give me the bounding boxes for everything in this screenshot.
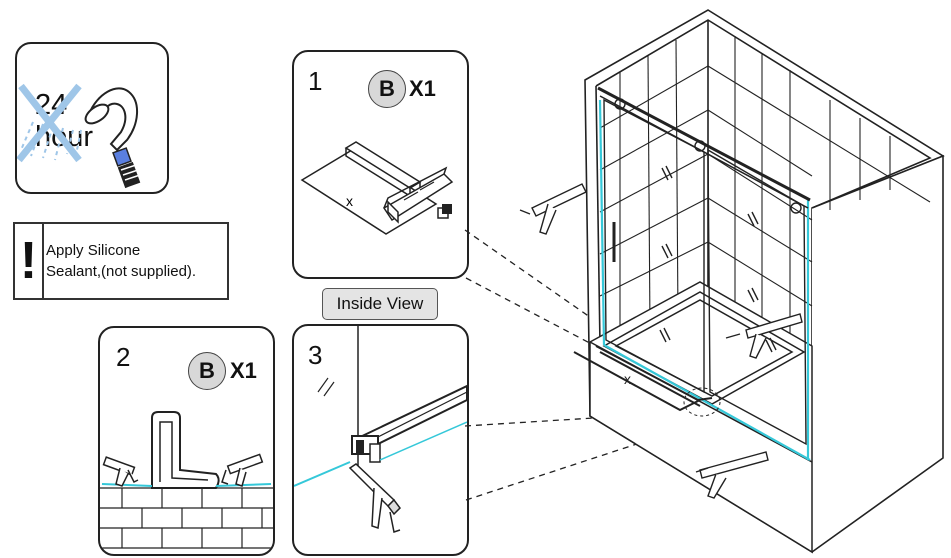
sealant-lines (598, 99, 811, 461)
step-2-number: 2 (116, 342, 131, 372)
part-b-badge: B (188, 352, 226, 390)
step-3-panel: 3 (292, 324, 469, 556)
caulk-gun-icon (519, 183, 803, 499)
step-3-number: 3 (308, 340, 323, 370)
caulk-gun-icon (102, 456, 139, 487)
step-3-illustration (294, 326, 467, 533)
silicone-note: ! Apply Silicone Sealant,(not supplied). (13, 222, 229, 300)
callout-lines (464, 229, 711, 501)
water-cross-icon (17, 83, 82, 163)
step-1-illustration: x (300, 141, 454, 235)
silicone-note-line-1: Apply Silicone (46, 242, 141, 259)
bracket-icon (382, 166, 454, 224)
inside-view-label: Inside View (322, 288, 438, 320)
silicone-note-text: Apply Silicone Sealant,(not supplied). (46, 240, 226, 282)
step-1-number: 1 (308, 66, 323, 96)
warning-mark: ! (15, 224, 44, 298)
tile-grid (599, 36, 931, 340)
step-2-panel: 2 B X1 (98, 326, 275, 556)
caulk-gun-icon (221, 453, 264, 487)
svg-text:x: x (624, 371, 631, 387)
step-2-illustration (100, 411, 273, 549)
step-1-quantity: X1 (409, 76, 436, 101)
silicone-note-line-2: Sealant,(not supplied). (46, 263, 197, 280)
glass-doors (597, 86, 811, 446)
base-track: x (573, 345, 721, 417)
end-cap-icon (351, 435, 381, 463)
caulk-gun-icon (348, 463, 401, 533)
step-2-quantity: X1 (230, 358, 257, 383)
shower-head-icon (17, 83, 141, 189)
bathtub (589, 281, 813, 554)
svg-text:x: x (346, 193, 353, 209)
panel-24-hour: 24 hour (15, 42, 169, 194)
part-b-badge: B (368, 70, 406, 108)
end-cap-icon (437, 204, 452, 219)
step-1-panel: 1 B X1 x (292, 50, 469, 279)
